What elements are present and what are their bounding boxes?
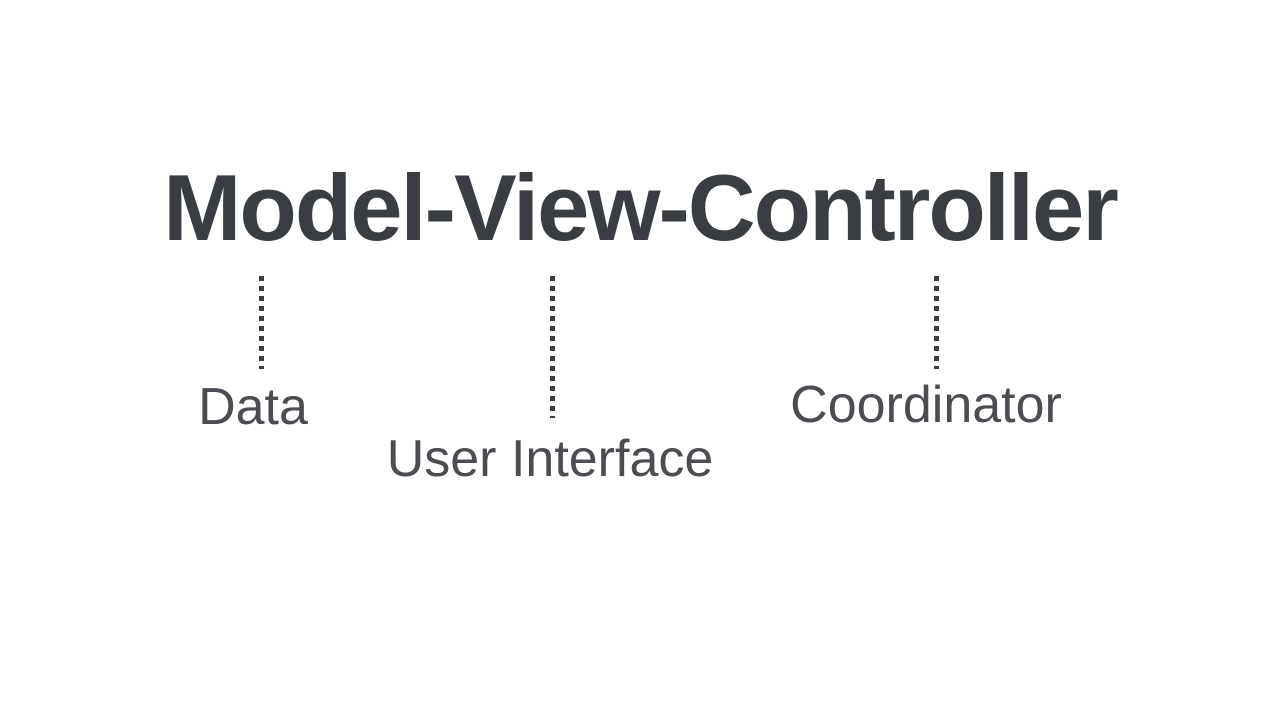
label-data: Data <box>198 378 308 436</box>
connector-view-to-user-interface <box>550 276 555 418</box>
label-coordinator: Coordinator <box>790 376 1062 434</box>
label-user-interface: User Interface <box>386 430 714 488</box>
connector-model-to-data <box>259 276 264 369</box>
diagram-title: Model-View-Controller <box>163 155 1119 260</box>
connector-controller-to-coordinator <box>934 276 939 369</box>
